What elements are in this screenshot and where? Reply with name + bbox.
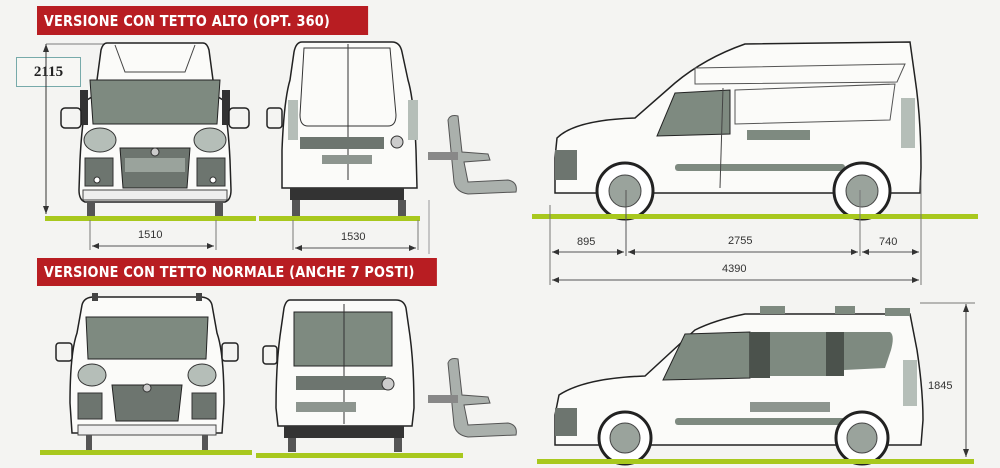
ground-line [532,214,978,219]
seat-side-view-icon [428,115,517,195]
height-dimension-high-roof: 2115 [16,57,81,87]
wheelbase-label: 2755 [728,235,753,247]
ground-line [256,453,463,458]
rear-view-high-roof-van [266,41,418,216]
seat-side-view-icon [428,358,517,438]
section-title-normal-roof: VERSIONE CON TETTO NORMALE (ANCHE 7 POST… [37,258,437,286]
front-overhang-label: 895 [577,236,596,248]
front-track-label: 1510 [138,229,163,241]
ground-line [40,450,252,455]
height-label-normal-roof: 1845 [928,380,953,392]
rear-view-normal-roof-van [262,299,415,452]
front-view-normal-roof-van [55,293,239,451]
ground-line [259,216,420,221]
side-view-normal-roof-van [554,306,924,466]
overall-length-label: 4390 [722,263,747,275]
front-view-high-roof-van [60,42,250,216]
ground-line [45,216,256,221]
ground-line [537,459,974,464]
section-title-high-roof: VERSIONE CON TETTO ALTO (OPT. 360) [37,6,369,35]
rear-overhang-label: 740 [879,236,898,248]
side-view-high-roof-van [554,41,922,221]
rear-track-label: 1530 [341,231,366,243]
